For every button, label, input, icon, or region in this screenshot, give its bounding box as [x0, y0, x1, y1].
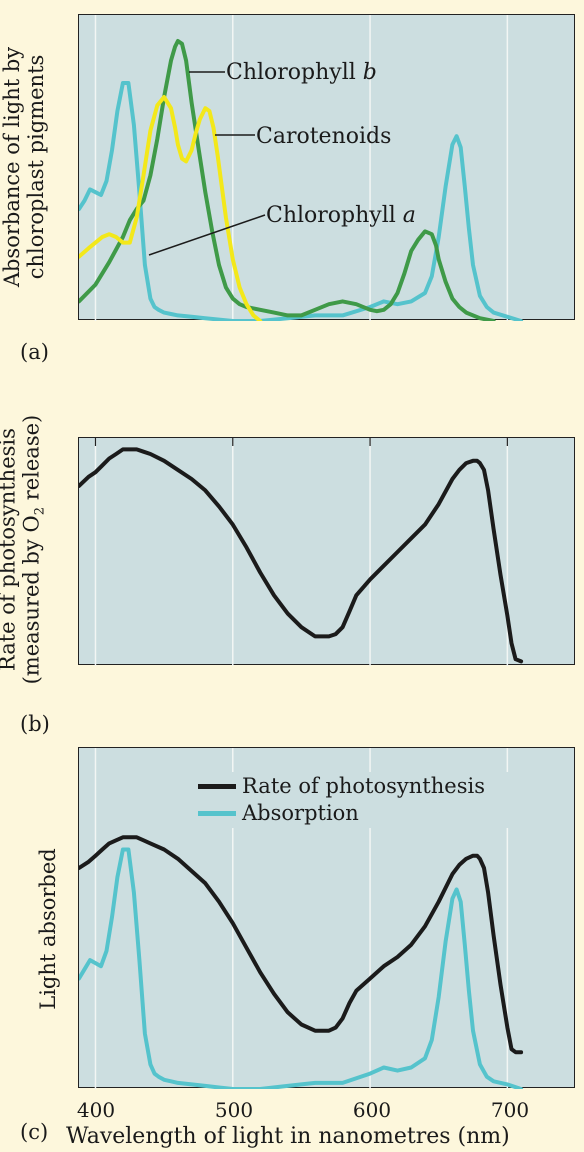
- x-tick-500: 500: [214, 1098, 254, 1122]
- series-line-rate-of-photosynthesis: [79, 835, 524, 1055]
- chlorophyll-a-label: Chlorophyll a: [266, 203, 416, 228]
- panel-a-label: (a): [20, 340, 49, 364]
- legend-item-absorption: Absorption: [198, 801, 359, 825]
- legend-label-rate: Rate of photosynthesis: [242, 774, 485, 798]
- series-line-chlorophyll-b: [79, 39, 496, 321]
- legend-swatch-rate: [198, 783, 236, 789]
- legend: Rate of photosynthesis Absorption: [190, 772, 534, 828]
- panel-b-plot: [78, 437, 575, 666]
- panel-c-ylabel: Light absorbed: [36, 848, 60, 1010]
- legend-swatch-absorption: [198, 810, 236, 816]
- carotenoids-label: Carotenoids: [256, 124, 392, 149]
- chlorophyll-a-leader: [148, 214, 266, 256]
- x-axis-label: Wavelength of light in nanometres (nm): [66, 1124, 510, 1149]
- x-tick-700: 700: [490, 1098, 530, 1122]
- panel-b-label: (b): [20, 712, 50, 736]
- legend-item-rate: Rate of photosynthesis: [198, 774, 485, 798]
- panel-b-svg: [79, 438, 524, 666]
- panel-a-svg: [79, 15, 524, 321]
- panel-c-label: (c): [20, 1120, 49, 1144]
- chlorophyll-b-label: Chlorophyll b: [226, 60, 377, 85]
- series-line-absorption: [79, 847, 524, 1089]
- series-line-chlorophyll-a: [79, 81, 524, 321]
- series-line-rate-of-photosynthesis: [79, 447, 524, 664]
- panel-a-plot: [78, 14, 575, 321]
- x-tick-600: 600: [352, 1098, 392, 1122]
- x-tick-400: 400: [76, 1098, 116, 1122]
- series-line-carotenoids: [79, 95, 263, 321]
- legend-label-absorption: Absorption: [242, 801, 359, 825]
- panel-b-ylabel: Rate of photosynthesis (measured by O2 r…: [0, 414, 48, 685]
